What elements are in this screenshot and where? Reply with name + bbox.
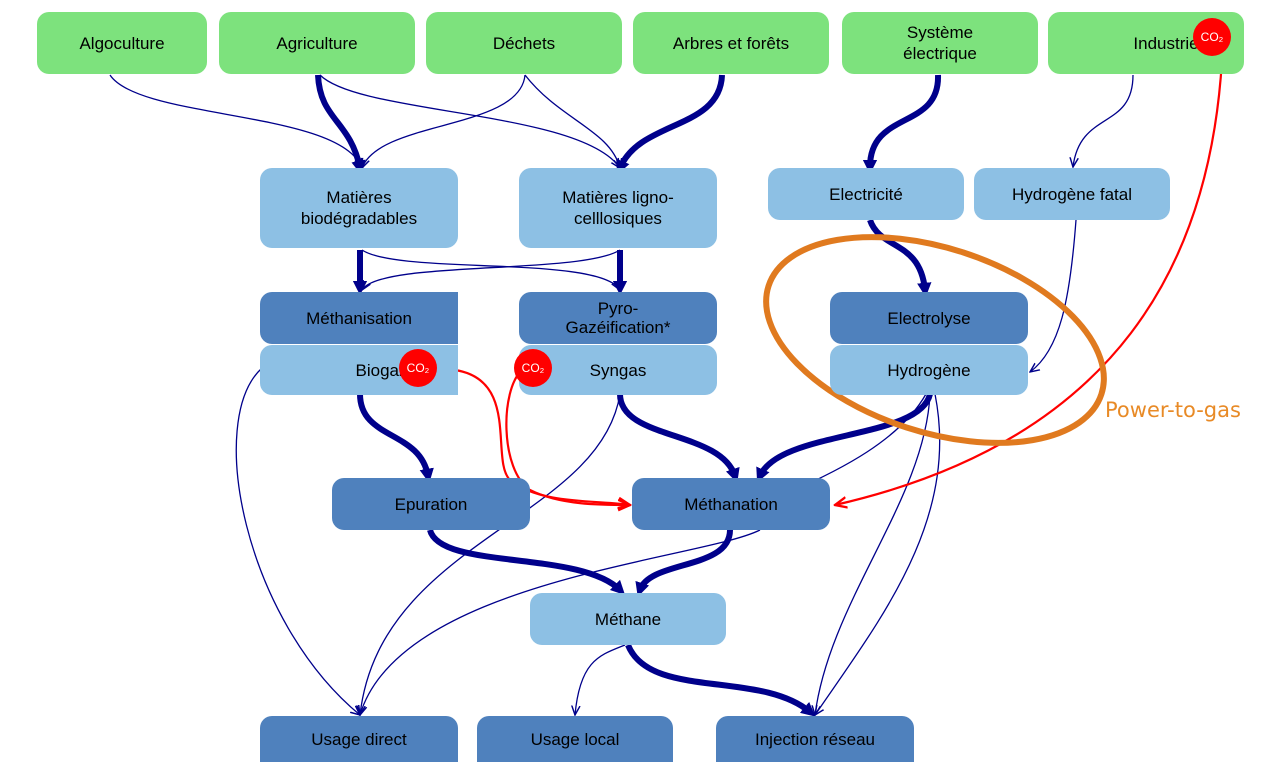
co2-label-syngas: CO₂ bbox=[521, 361, 545, 375]
source-dechets: Déchets bbox=[426, 12, 622, 74]
source-dechets-label: Déchets bbox=[492, 33, 556, 53]
matieres-bio-label-1: Matières bbox=[326, 188, 392, 207]
biogaz-label: Biogaz bbox=[355, 360, 408, 380]
hydrogene-label: Hydrogène bbox=[887, 360, 971, 380]
source-arbres-forets: Arbres et forêts bbox=[633, 12, 829, 74]
arrow-ligno-methanisation bbox=[362, 249, 621, 290]
co2-circle-syngas: CO₂ bbox=[514, 349, 552, 387]
arrow-epuration-methane bbox=[427, 528, 626, 596]
arrow-electricite-electrolyse bbox=[867, 218, 932, 298]
injection-label: Injection réseau bbox=[754, 729, 876, 749]
arrow-syngas-usagedirect bbox=[360, 393, 621, 715]
process-electrolyse: Electrolyse bbox=[830, 292, 1028, 344]
arrow-hydrogene-methanation bbox=[756, 392, 933, 483]
source-agriculture: Agriculture bbox=[219, 12, 415, 74]
product-methane: Méthane bbox=[530, 593, 726, 645]
co2-label-industrie: CO₂ bbox=[1200, 30, 1224, 44]
syngas-label: Syngas bbox=[589, 360, 647, 380]
electricite-label: Electricité bbox=[829, 184, 903, 204]
source-systeme-label-1: Système bbox=[906, 23, 974, 42]
source-algoculture-label: Algoculture bbox=[79, 33, 165, 53]
arrow-biogaz-epuration bbox=[357, 393, 434, 484]
node-electricite: Electricité bbox=[768, 168, 964, 220]
arrow-hydrogene-injection-b bbox=[815, 393, 941, 715]
usage-direct-label: Usage direct bbox=[311, 729, 407, 749]
process-methanation: Méthanation bbox=[632, 478, 830, 530]
power-to-gas-ellipse bbox=[763, 234, 1107, 446]
arrow-industrie-h2fatal bbox=[1073, 74, 1134, 167]
node-matieres-ligno: Matières ligno- celllosiques bbox=[519, 168, 717, 248]
methanation-label: Méthanation bbox=[684, 494, 778, 514]
arrow-algoculture-bio bbox=[109, 74, 362, 168]
co2-label-biogaz: CO₂ bbox=[406, 361, 430, 375]
product-hydrogene: Hydrogène bbox=[830, 345, 1028, 395]
process-pyro-gazeification: Pyro- Gazéification* bbox=[519, 292, 717, 344]
matieres-bio-label-2: biodégradables bbox=[300, 209, 418, 228]
arrow-arbres-ligno bbox=[616, 74, 725, 175]
matieres-ligno-label-1: Matières ligno- bbox=[562, 188, 674, 207]
methanisation-label: Méthanisation bbox=[306, 308, 412, 328]
arrow-dechets-ligno bbox=[524, 74, 620, 168]
power-to-gas-label: Power-to-gas bbox=[1105, 398, 1241, 422]
co2-industrie-methanation-arrow bbox=[835, 59, 1224, 505]
arrow-methanation-methane bbox=[635, 529, 733, 597]
co2-circle-industrie: CO₂ bbox=[1193, 18, 1231, 56]
source-arbres-label: Arbres et forêts bbox=[672, 33, 790, 53]
arrow-systeme-electricite bbox=[862, 74, 942, 175]
node-matieres-biodegradables: Matières biodégradables bbox=[260, 168, 458, 248]
arrow-agriculture-ligno bbox=[319, 74, 620, 168]
arrow-methanation-usagedirect bbox=[360, 529, 761, 715]
source-agriculture-label: Agriculture bbox=[276, 33, 358, 53]
epuration-label: Epuration bbox=[394, 494, 468, 514]
matieres-ligno-label-2: celllosiques bbox=[574, 209, 662, 228]
hydrogene-fatal-label: Hydrogène fatal bbox=[1011, 184, 1133, 204]
electrolyse-label: Electrolyse bbox=[887, 308, 971, 328]
methane-label: Méthane bbox=[594, 609, 662, 629]
source-systeme-label-2: électrique bbox=[903, 44, 977, 63]
source-industrie-label: Industrie bbox=[1133, 33, 1199, 53]
process-epuration: Epuration bbox=[332, 478, 530, 530]
product-syngas: Syngas bbox=[519, 345, 717, 395]
use-injection-reseau: Injection réseau bbox=[716, 716, 914, 762]
arrow-methane-injection bbox=[625, 643, 816, 717]
arrow-bio-pyro bbox=[361, 249, 620, 290]
arrow-dechets-bio bbox=[362, 74, 526, 168]
arrow-agriculture-bio bbox=[315, 74, 366, 176]
use-usage-local: Usage local bbox=[477, 716, 673, 762]
arrow-syngas-methanation bbox=[617, 393, 740, 483]
arrow-biogaz-usagedirect bbox=[235, 367, 360, 715]
usage-local-label: Usage local bbox=[530, 729, 620, 749]
node-hydrogene-fatal: Hydrogène fatal bbox=[974, 168, 1170, 220]
arrow-methane-usagelocal bbox=[575, 644, 626, 715]
use-usage-direct: Usage direct bbox=[260, 716, 458, 762]
arrow-h2fatal-hydrogene bbox=[1030, 219, 1077, 372]
pyro-label-1: Pyro- bbox=[597, 299, 639, 318]
source-systeme-electrique: Système électrique bbox=[842, 12, 1038, 74]
source-algoculture: Algoculture bbox=[37, 12, 207, 74]
arrow-hydrogene-injection-a bbox=[815, 393, 931, 715]
pyro-label-2: Gazéification* bbox=[565, 318, 671, 337]
process-methanisation: Méthanisation bbox=[260, 292, 458, 344]
co2-circle-biogaz: CO₂ bbox=[399, 349, 437, 387]
